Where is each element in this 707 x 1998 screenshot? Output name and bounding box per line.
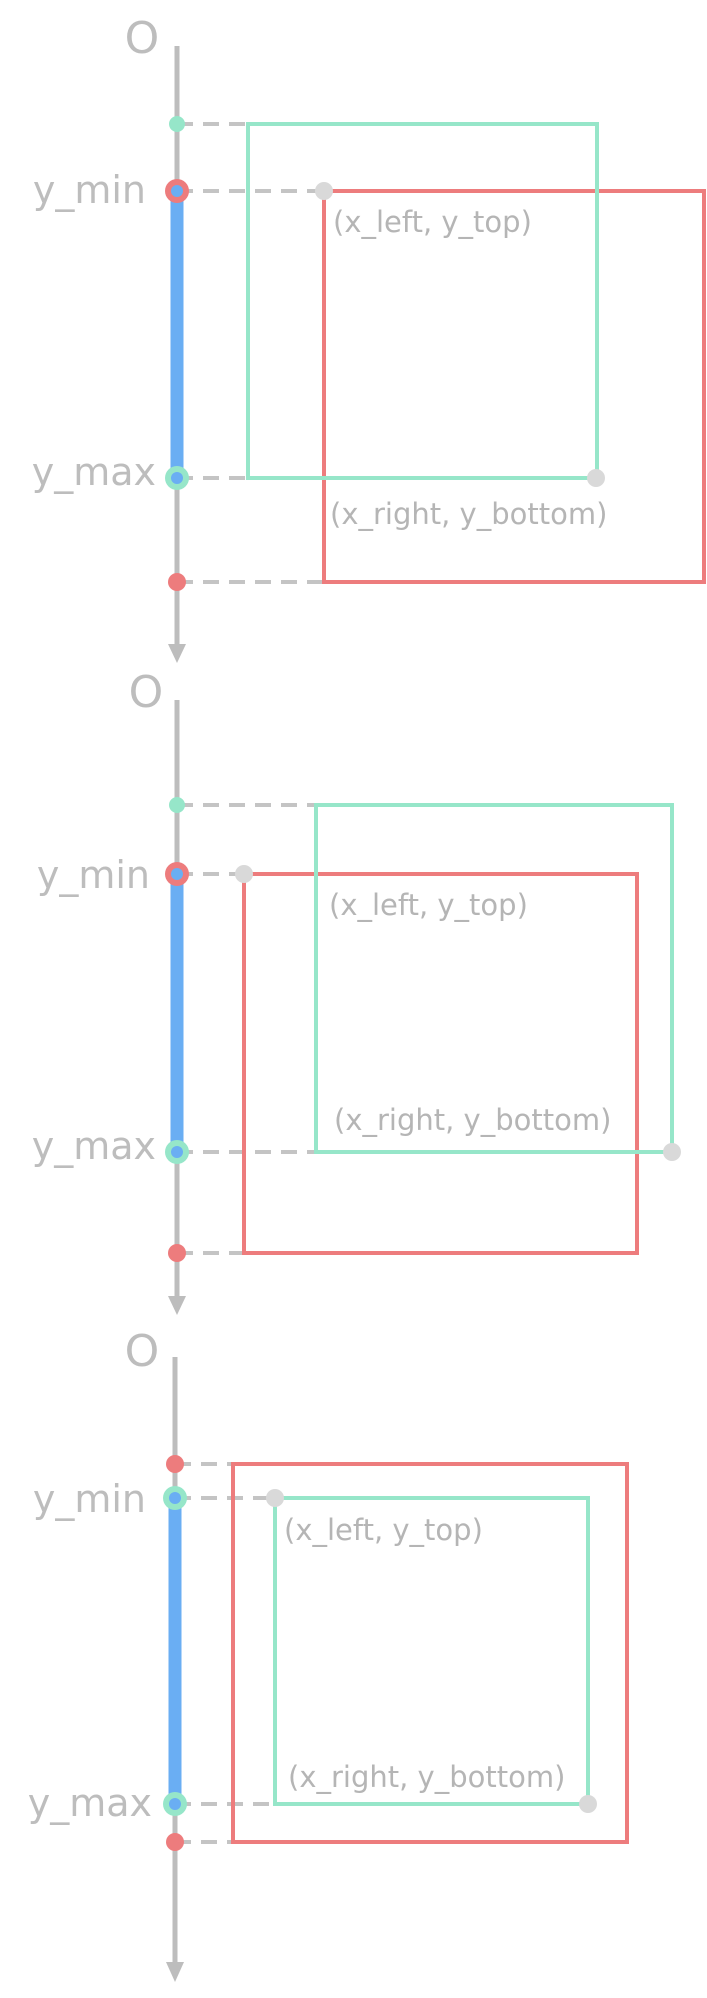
bottom-right-corner-label: (x_right, y_bottom) bbox=[334, 1103, 611, 1137]
axis-arrow-icon bbox=[168, 644, 186, 663]
y-max-label: y_max bbox=[32, 1124, 156, 1168]
y-max-label: y_max bbox=[28, 1781, 152, 1825]
panel-1: O y_min y_max (x_left, y_top) (x_right, … bbox=[32, 13, 706, 663]
axis-point-red-bottom bbox=[166, 1833, 184, 1851]
green-box bbox=[314, 803, 674, 1154]
origin-label: O bbox=[129, 667, 164, 718]
red-box bbox=[242, 872, 639, 1255]
y-min-marker bbox=[169, 1492, 181, 1504]
y-max-marker bbox=[171, 1146, 183, 1158]
corner-point-bottom-right bbox=[579, 1795, 597, 1813]
top-left-corner-label: (x_left, y_top) bbox=[284, 1513, 483, 1547]
bottom-right-corner-label: (x_right, y_bottom) bbox=[330, 497, 607, 531]
corner-point-top-left bbox=[235, 865, 253, 883]
panel-3: O y_min y_max (x_left, y_top) (x_right, … bbox=[28, 1326, 629, 1982]
axis-point-green-top bbox=[169, 797, 185, 813]
axis-point-green-top bbox=[169, 116, 185, 132]
axis-point-red-top bbox=[166, 1455, 184, 1473]
axis-arrow-icon bbox=[168, 1296, 186, 1315]
y-max-marker bbox=[171, 472, 183, 484]
axis-point-red-bottom bbox=[168, 573, 186, 591]
corner-point-top-left bbox=[315, 182, 333, 200]
axis-point-red-bottom bbox=[168, 1244, 186, 1262]
y-max-marker bbox=[169, 1798, 181, 1810]
axis-arrow-icon bbox=[166, 1962, 184, 1982]
y-min-marker bbox=[171, 185, 183, 197]
y-min-marker bbox=[171, 868, 183, 880]
bottom-right-corner-label: (x_right, y_bottom) bbox=[288, 1760, 565, 1794]
panel-2: O y_min y_max (x_left, y_top) (x_right, … bbox=[32, 667, 681, 1315]
corner-point-top-left bbox=[266, 1489, 284, 1507]
red-box bbox=[231, 1462, 629, 1844]
y-min-label: y_min bbox=[33, 168, 146, 212]
top-left-corner-label: (x_left, y_top) bbox=[329, 888, 528, 922]
y-max-label: y_max bbox=[32, 450, 156, 494]
corner-point-bottom-right bbox=[587, 469, 605, 487]
top-left-corner-label: (x_left, y_top) bbox=[333, 205, 532, 239]
corner-point-bottom-right bbox=[663, 1143, 681, 1161]
origin-label: O bbox=[125, 13, 160, 64]
green-box bbox=[246, 122, 599, 480]
origin-label: O bbox=[125, 1326, 160, 1377]
y-min-label: y_min bbox=[37, 853, 150, 897]
green-box bbox=[273, 1496, 590, 1806]
y-min-label: y_min bbox=[33, 1477, 146, 1521]
red-box bbox=[322, 189, 706, 584]
